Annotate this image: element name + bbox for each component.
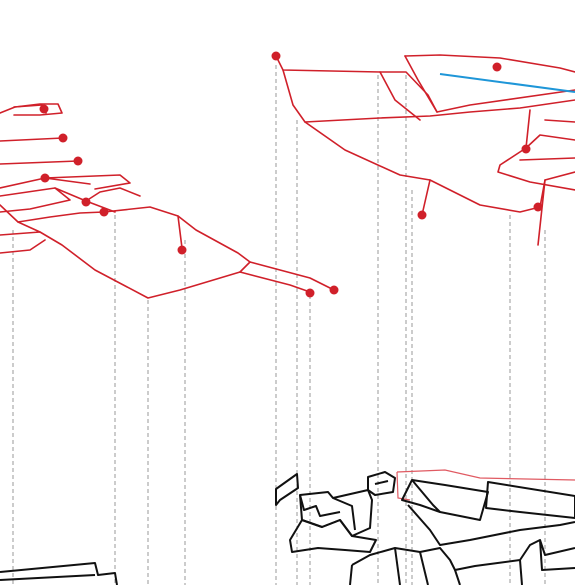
building-block [289,519,377,553]
highlight-segment [439,73,575,93]
network-path [519,157,575,161]
building-block [394,547,401,585]
projection-lines [12,65,546,585]
network-path [0,215,251,299]
network-node [417,210,427,220]
building-block [407,504,575,546]
network-node [177,245,187,255]
building-block [454,569,461,585]
network-path [85,200,116,213]
network-path [404,55,575,113]
network-path [404,54,575,73]
network-node [99,207,109,217]
building-outline-faint [396,469,575,501]
network-path [275,55,438,113]
network-node [271,51,281,61]
network-path [44,177,91,185]
building-block [275,473,299,506]
network-path [304,121,541,213]
building-block [419,551,429,585]
network-path [239,271,311,293]
network-node [521,144,531,154]
building-block [349,564,353,585]
network-node [329,285,339,295]
network-path [249,261,335,291]
building-blocks [0,471,575,585]
network-path [537,179,546,246]
building-block [299,494,341,517]
network-node [533,202,543,212]
network-path [421,179,431,216]
building-block [411,479,441,513]
upper-network-left [0,103,335,299]
network-path [525,134,575,149]
network-path [282,69,575,123]
building-block [0,574,96,581]
network-node [73,156,83,166]
network-node [40,173,50,183]
network-node [305,288,315,298]
building-block [539,539,575,571]
building-block [485,481,575,519]
network-path [0,187,141,202]
network-path [0,174,131,190]
network-path [17,221,41,233]
building-block [0,562,118,585]
upper-network-right [275,54,575,246]
network-path [544,119,575,123]
network-path [0,204,183,249]
network-path [0,239,46,254]
network-node [39,104,49,114]
network-node [81,197,91,207]
network-node [492,62,502,72]
network-path [497,109,575,191]
building-block [367,471,396,496]
building-block [374,480,389,485]
network-node [58,133,68,143]
building-block [332,497,356,531]
network-path [0,160,79,165]
building-block [401,479,489,521]
network-nodes [39,51,543,298]
network-path [0,137,64,142]
network-path [0,187,71,213]
building-block [519,559,523,585]
network-path [379,71,421,121]
